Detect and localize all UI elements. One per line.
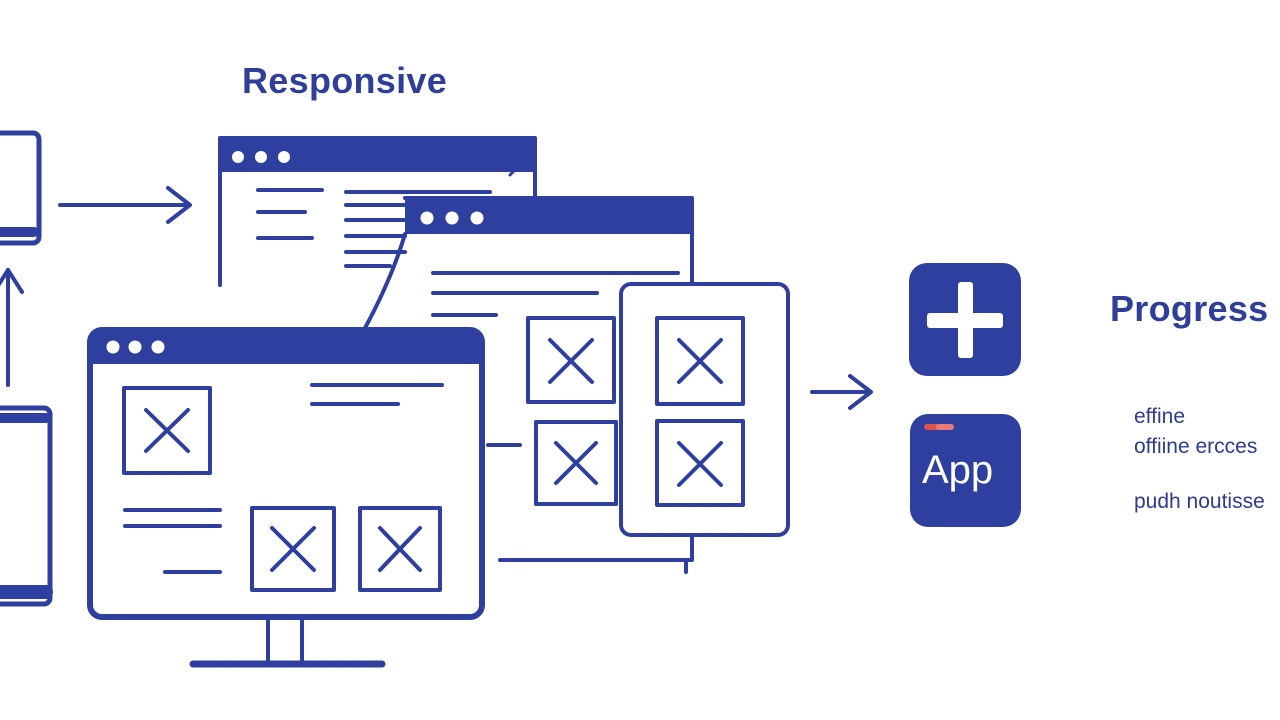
broken-image-icon bbox=[534, 420, 618, 506]
broken-image-icon bbox=[526, 316, 616, 404]
desktop-monitor-icon bbox=[87, 327, 485, 668]
image-card bbox=[619, 282, 790, 537]
feature-item: effine bbox=[1134, 405, 1185, 428]
arrow-up-icon bbox=[0, 268, 24, 387]
arrow-right-icon bbox=[810, 374, 873, 410]
arrow-right-icon bbox=[58, 186, 192, 224]
app-icon-label: App bbox=[922, 448, 994, 492]
plus-app-icon[interactable] bbox=[909, 263, 1021, 376]
progress-label: Progress bbox=[1110, 288, 1269, 329]
app-icon[interactable] bbox=[910, 414, 1021, 527]
feature-item: pudh noutisse bbox=[1134, 490, 1265, 513]
feature-item: offiine ercces bbox=[1134, 435, 1258, 458]
responsive-label: Responsive bbox=[242, 60, 448, 101]
browser-window-icon bbox=[218, 136, 537, 287]
smartphone-icon bbox=[0, 130, 42, 246]
tablet-icon bbox=[0, 405, 53, 607]
